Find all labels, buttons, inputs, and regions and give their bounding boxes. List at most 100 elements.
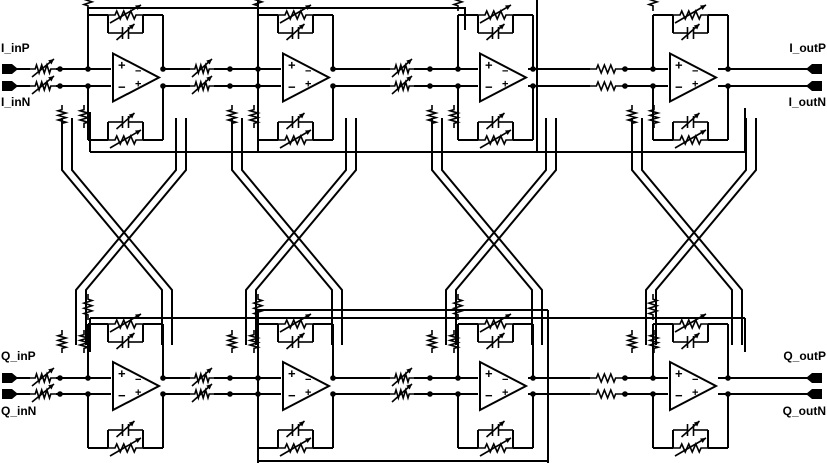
i-channel-opamp-4 [669,51,719,104]
variable-arrow [479,437,512,457]
port-terminal [806,389,822,399]
amp-out-minus: − [692,374,698,386]
arrow-head [693,113,700,119]
arrow-head [498,113,505,119]
cross-coupling-wire [645,118,747,345]
amp-minus-sign: − [288,80,296,95]
variable-arrow [674,437,707,457]
junction-dot [650,66,656,72]
port-label-i-out-p: I_outP [789,41,826,55]
junction-dot [57,391,63,397]
junction-dot [725,66,731,72]
arrow-head [135,130,141,135]
junction-dot [255,375,261,381]
variable-arrow [674,4,707,24]
amp-plus-sign: + [485,366,493,381]
junction-dot [455,66,461,72]
arrow-head [48,76,54,82]
junction-dot [650,83,656,89]
port-label-i-out-n: I_outN [789,95,826,109]
variable-resistor [278,9,313,21]
junction-dot [57,66,63,72]
junction-dot [622,391,628,397]
arrow-head [693,421,700,427]
junction-dot [455,375,461,381]
amp-out-plus: + [692,387,698,399]
junction-dot [455,391,461,397]
junction-dot [57,375,63,381]
coupling-resistor [247,105,261,128]
amp-out-minus: − [502,374,508,386]
coupling-resistor [225,105,239,128]
variable-resistor [478,318,513,330]
cross-coupling-wire [61,118,163,345]
amp-out-minus: − [305,374,311,386]
amp-out-minus: − [135,66,141,78]
variable-resistor [108,9,143,21]
arrow-head [128,24,135,30]
cross-coupling-wire [245,118,347,345]
amp-bg [668,360,718,412]
amp-bg [478,51,528,104]
series-resistor [590,79,622,93]
arrow-head [298,333,305,339]
port-terminal [806,373,822,383]
q-channel-opamp-3 [479,360,529,412]
cross-coupling-wire [655,118,757,345]
bias-resistor [81,0,95,11]
coupling-resistor [425,330,439,353]
coupling-resistor [447,330,461,353]
junction-dot [725,375,731,381]
coupling-resistor [625,330,639,353]
port-label-q-in-p: Q_inP [1,349,36,363]
arrow-head [135,314,141,319]
variable-arrow [109,129,142,149]
junction-dot [85,375,91,381]
arrow-head [700,438,706,443]
amp-plus-sign: + [288,366,296,381]
arrow-head [305,438,311,443]
arrow-head [505,130,511,135]
amp-out-minus: − [692,66,698,78]
bias-resistor [646,294,660,320]
junction-dot [725,83,731,89]
arrow-head [700,314,706,319]
junction-dot [330,83,336,89]
arrow-head [48,384,54,390]
arrow-head [305,130,311,135]
arrow-head [128,333,135,339]
coupling-resistor [425,105,439,128]
variable-resistor [108,318,143,330]
bias-resistor [251,0,265,11]
arrow-head [305,5,311,10]
amp-out-minus: − [502,66,508,78]
port-label-q-out-n: Q_outN [783,404,826,418]
variable-resistor [278,442,313,454]
arrow-head [298,113,305,119]
amp-out-minus: − [305,66,311,78]
arrow-head [406,384,412,390]
amp-bg [478,360,528,412]
variable-arrow [674,313,707,333]
junction-dot [622,375,628,381]
coupling-resistor [447,105,461,128]
arrow-head [693,24,700,30]
junction-dot [650,391,656,397]
q-channel-opamp-2 [282,360,332,412]
arrow-head [498,333,505,339]
bias-resistor [451,0,465,11]
junction-dot [427,375,433,381]
port-terminal [2,81,18,91]
junction-dot [330,375,336,381]
amp-minus-sign: − [288,388,296,403]
junction-dot [85,66,91,72]
bias-resistor [646,0,660,11]
coupling-resistor [55,105,69,128]
junction-dot [622,66,628,72]
arrow-head [128,421,135,427]
i-channel-opamp-3 [479,51,529,104]
amp-bg [111,51,161,104]
port-terminal [2,64,18,74]
amp-minus-sign: − [675,80,683,95]
junction-dot [330,391,336,397]
